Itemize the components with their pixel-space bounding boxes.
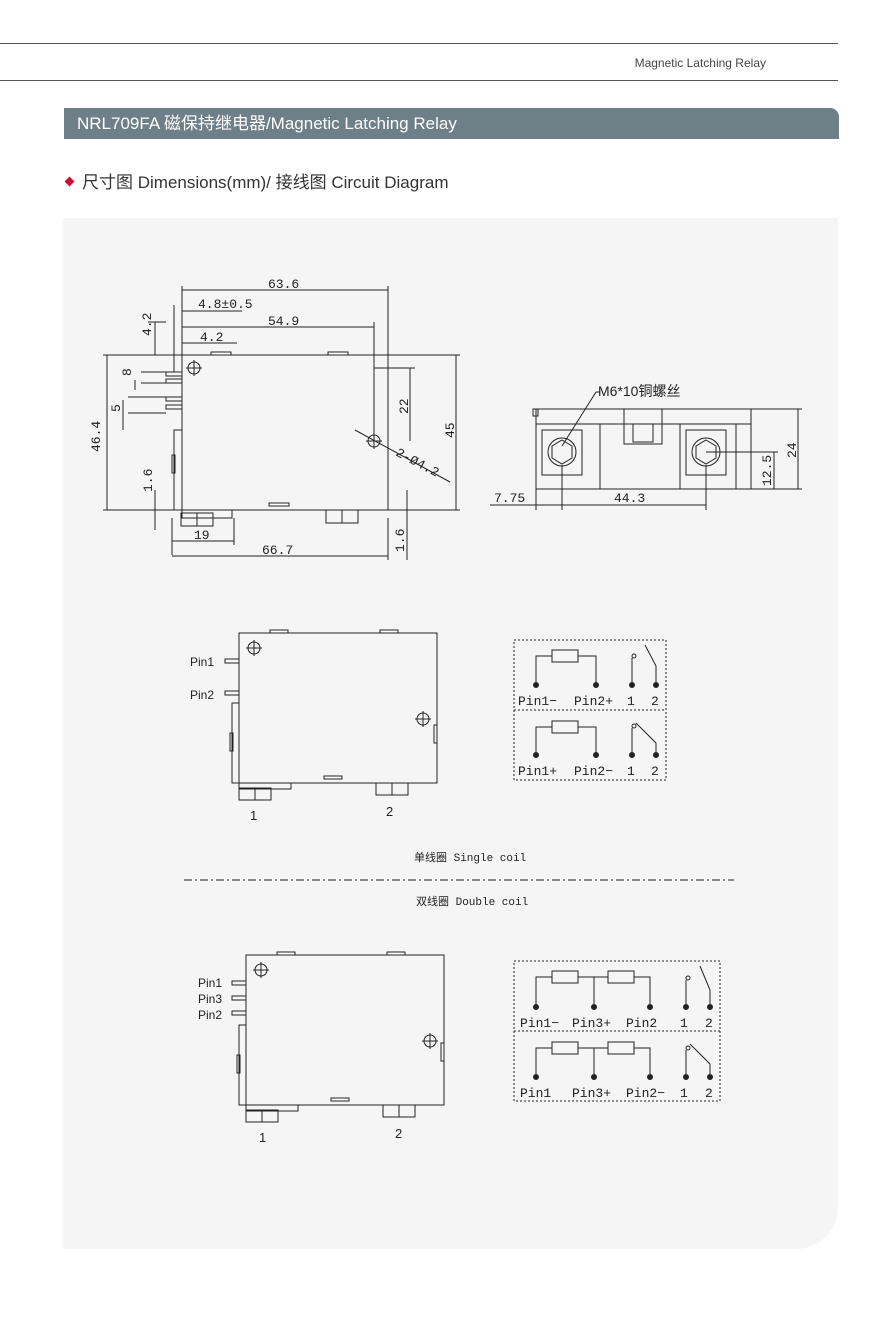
side-view: [490, 391, 802, 510]
double-pin1-label: Pin1: [198, 976, 222, 990]
header-rule-bottom: [0, 80, 838, 81]
double-a-t1: 1: [680, 1016, 688, 1031]
side-dim-screw-spacing: 44.3: [614, 491, 645, 506]
double-a-t2: 2: [705, 1016, 713, 1031]
double-pin3-label: Pin3: [198, 992, 222, 1006]
relay-body: [181, 354, 389, 511]
single-a-pin2: Pin2+: [574, 694, 613, 709]
dim-pin-pitch: 8: [120, 368, 135, 376]
single-coil-outline-labels: Pin1 Pin2 1 2: [190, 655, 393, 823]
section-heading: 尺寸图 Dimensions(mm)/ 接线图 Circuit Diagram: [64, 168, 449, 193]
single-a-t1: 1: [627, 694, 635, 709]
double-b-pin3: Pin3+: [572, 1086, 611, 1101]
dim-height-right: 45: [443, 422, 458, 438]
dim-width-total: 63.6: [268, 277, 299, 292]
dim-pin-gap: 5: [109, 404, 124, 412]
single-coil-label: 单线圈 Single coil: [414, 850, 526, 865]
double-coil-outline: [231, 951, 445, 1123]
dim-hole-vertical: 22: [397, 398, 412, 414]
dim-base-right: 1.6: [393, 529, 408, 552]
dim-offset: 4.8±0.5: [198, 297, 253, 312]
double-terminal-2: 2: [395, 1126, 402, 1141]
dim-total-length: 66.7: [262, 543, 293, 558]
dim-pin-top: 4.2: [140, 313, 155, 336]
header-title: Magnetic Latching Relay: [634, 56, 766, 70]
double-coil-outline-labels: Pin1 Pin3 Pin2 1 2: [198, 976, 402, 1145]
side-dim-left: 7.75: [494, 491, 525, 506]
side-dim-height: 24: [785, 442, 800, 458]
front-view: [103, 286, 460, 560]
double-pin2-label: Pin2: [198, 1008, 222, 1022]
dim-height-left: 46.4: [89, 421, 104, 452]
product-banner: NRL709FA 磁保持继电器/Magnetic Latching Relay: [64, 108, 839, 139]
dim-hole-offset: 4.2: [200, 330, 223, 345]
single-a-pin1: Pin1−: [518, 694, 557, 709]
single-pin2-label: Pin2: [190, 688, 214, 702]
single-coil-circuit-labels: Pin1− Pin2+ 1 2 Pin1+ Pin2− 1 2: [518, 694, 659, 779]
double-b-t1: 1: [680, 1086, 688, 1101]
dim-hole-diameter: 2-Ø4.2: [393, 445, 441, 480]
dim-hole-spacing: 54.9: [268, 314, 299, 329]
double-coil-circuit-labels: Pin1− Pin3+ Pin2 1 2 Pin1 Pin3+ Pin2− 1 …: [520, 1016, 713, 1101]
double-coil-label: 双线圈 Double coil: [416, 894, 528, 909]
double-b-t2: 2: [705, 1086, 713, 1101]
single-b-pin1: Pin1+: [518, 764, 557, 779]
single-pin1-label: Pin1: [190, 655, 214, 669]
side-view-labels: M6*10铜螺丝 7.75 44.3 12.5 24: [494, 383, 800, 506]
single-b-t2: 2: [651, 764, 659, 779]
single-b-pin2: Pin2−: [574, 764, 613, 779]
front-view-labels: 63.6 4.8±0.5 54.9 4.2 4.2 8 5 46.4 22 45…: [89, 277, 458, 558]
single-b-t1: 1: [627, 764, 635, 779]
side-body: [535, 408, 752, 490]
double-coil-circuits: [513, 960, 721, 1102]
single-terminal-2: 2: [386, 804, 393, 819]
single-terminal-1: 1: [250, 808, 257, 823]
double-a-pin2: Pin2: [626, 1016, 657, 1031]
double-a-pin3: Pin3+: [572, 1016, 611, 1031]
double-b-pin1: Pin1: [520, 1086, 551, 1101]
double-terminal-1: 1: [259, 1130, 266, 1145]
section-title: 尺寸图 Dimensions(mm)/ 接线图 Circuit Diagram: [82, 173, 449, 192]
side-dim-screw-height: 12.5: [760, 455, 775, 486]
single-coil-circuits: [513, 639, 667, 781]
screw-label: M6*10铜螺丝: [598, 383, 680, 399]
single-coil-outline: [224, 629, 438, 801]
single-a-t2: 2: [651, 694, 659, 709]
double-a-pin1: Pin1−: [520, 1016, 559, 1031]
dim-base-left: 1.6: [141, 469, 156, 492]
header-rule-top: [0, 43, 838, 44]
dim-terminal-offset: 19: [194, 528, 210, 543]
double-b-pin2: Pin2−: [626, 1086, 665, 1101]
